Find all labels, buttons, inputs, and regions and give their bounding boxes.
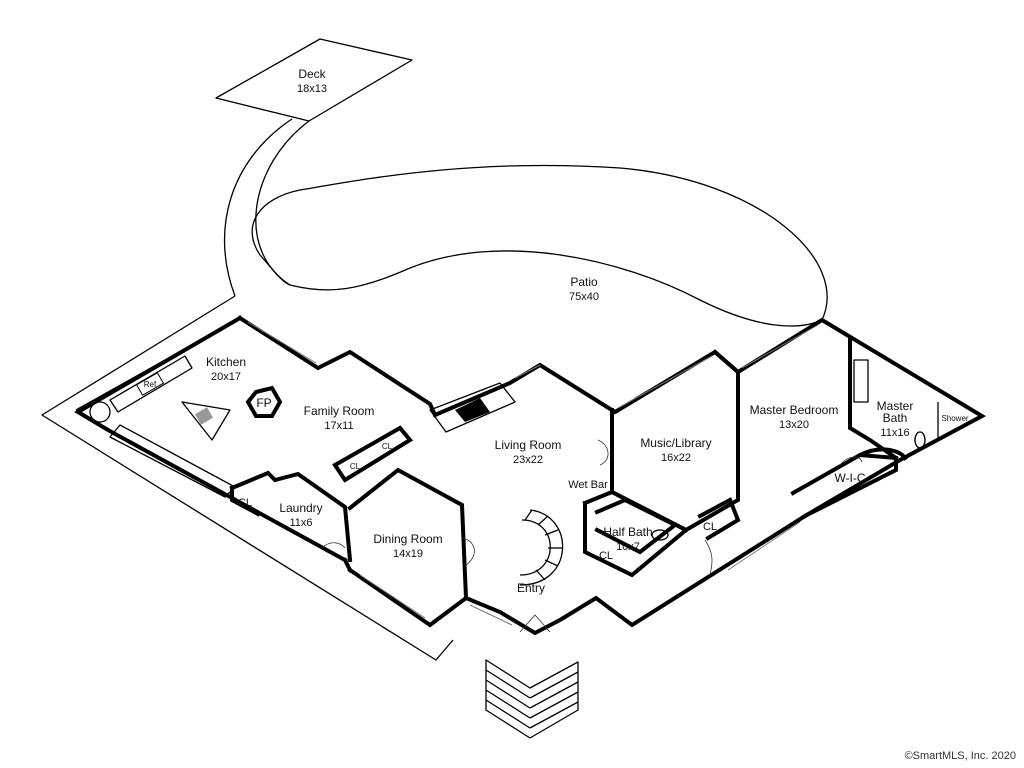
patio-dim: 75x40: [569, 291, 599, 303]
wall-music-cl: [697, 497, 741, 541]
closet-family-label-2: CL: [382, 442, 393, 451]
master-bedroom-label: Master Bedroom: [750, 403, 839, 417]
closet-music-label: CL: [703, 521, 717, 533]
wall-wic: [790, 452, 898, 519]
deck-label: Deck: [298, 67, 326, 81]
wall-half-bath: [582, 489, 690, 578]
closet-laundry-label: CL: [238, 497, 252, 509]
dining-room-label: Dining Room: [373, 532, 442, 546]
spiral-stair-kitchen: [89, 401, 111, 423]
terrace-boundary: [41, 295, 454, 661]
door-wic: [839, 456, 863, 466]
refrigerator-label: Ref: [144, 380, 157, 389]
wall-laundry: [229, 470, 353, 563]
deck-outline: [215, 38, 413, 122]
bathtub: [853, 359, 869, 403]
walkway-inner: [255, 120, 310, 286]
window-kitchen: [247, 321, 317, 364]
wall-family-cl: [332, 425, 414, 483]
wall-laundry-cl: [230, 486, 261, 517]
wall-music-right: [683, 349, 740, 533]
wall-dining: [347, 467, 469, 601]
window-patio-doors: [617, 355, 713, 409]
toilet-master: [914, 431, 926, 449]
patio-outline: [251, 164, 828, 327]
kitchen-label: Kitchen: [206, 355, 246, 369]
music-library-dim: 16x22: [661, 452, 691, 464]
living-room-label: Living Room: [495, 438, 562, 452]
window-master: [741, 324, 819, 369]
fireplace-small-label: FP: [474, 401, 484, 410]
house-exterior-wall-right: [347, 513, 808, 636]
kitchen-island: [181, 401, 231, 441]
door-laundry: [321, 542, 346, 549]
entry-label: Entry: [517, 581, 545, 595]
master-bedroom-dim: 13x20: [779, 419, 809, 431]
fireplace-label: FP: [256, 396, 271, 410]
master-bath-label-2: Bath: [883, 411, 908, 425]
dining-room-dim: 14x19: [393, 548, 423, 560]
closet-family-label-1: CL: [350, 462, 361, 471]
wall-half-bath-inner: [594, 497, 679, 555]
wet-bar-label: Wet Bar: [568, 479, 608, 491]
window-living-front: [469, 604, 513, 626]
master-bath-dim: 11x16: [880, 427, 909, 439]
shower-label: Shower: [941, 414, 968, 423]
house-exterior-wall-bottom-left: [342, 557, 353, 573]
fireplace-living-hearth: [455, 398, 490, 422]
family-room-dim: 17x11: [324, 420, 353, 432]
music-library-label: Music/Library: [640, 436, 711, 450]
fireplace-hex: [245, 385, 283, 418]
closet-half-bath-label: CL: [599, 550, 613, 562]
family-room-label: Family Room: [304, 404, 375, 418]
entry-staircase: [519, 509, 564, 586]
laundry-label: Laundry: [279, 501, 322, 515]
house-exterior-wall-top: [237, 315, 438, 418]
refrigerator: [135, 372, 165, 396]
door-dining: [461, 537, 475, 566]
fireplace-living: [429, 382, 516, 433]
toilet-half: [651, 529, 669, 541]
laundry-dim: 11x6: [289, 517, 312, 529]
kitchen-dim: 20x17: [211, 371, 241, 383]
living-room-dim: 23x22: [513, 454, 543, 466]
kitchen-counter-top: [109, 355, 193, 413]
wall-wic-arc: [857, 447, 908, 461]
door-master: [704, 539, 713, 576]
door-music: [597, 439, 609, 466]
half-bath-label: Half Bath: [603, 525, 652, 539]
front-steps: [485, 659, 579, 739]
patio-label: Patio: [570, 275, 598, 289]
window-master-front: [727, 521, 801, 571]
entry-door: [519, 614, 551, 633]
half-bath-dim: 10x7: [616, 541, 640, 553]
kitchen-counter-bottom: [109, 424, 236, 498]
window-living-top: [514, 364, 541, 379]
cooktop: [194, 407, 214, 425]
walkway-outer: [223, 118, 293, 297]
deck-dim: 18x13: [297, 83, 327, 95]
copyright-text: ©SmartMLS, Inc. 2020: [904, 750, 1016, 762]
window-dining: [359, 574, 426, 619]
wic-label: W-I-C: [834, 471, 865, 485]
master-bath-label-1: Master: [877, 399, 914, 413]
